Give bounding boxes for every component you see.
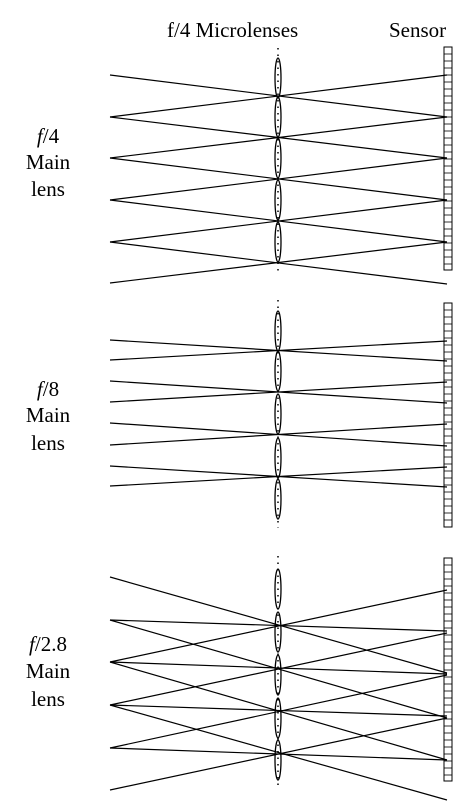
main-label: Main [26,150,71,174]
fnumber-label: f/8 [37,377,59,401]
sensors [443,46,453,782]
sensor-header: Sensor [389,18,446,42]
microlenses-header: f/4 Microlenses [167,18,298,42]
ray-line [109,704,448,717]
microlens [274,57,282,99]
ray-line [109,589,448,663]
ray-line [109,632,448,706]
lens-label: lens [31,687,65,711]
microlens [274,137,282,179]
microlens [274,654,282,696]
ray-line [109,74,448,118]
ray-line [109,674,448,749]
fnumber-label: f/4 [37,124,60,148]
sensor-outline [443,557,453,782]
microlens [274,393,282,435]
panel-label-f8: f/8 Main lens [26,377,71,455]
microlens [274,478,282,520]
panel-label-f4: f/4 Main lens [26,124,71,201]
microlenses [274,57,282,781]
sensor-strip [443,302,453,528]
lens-label: lens [31,431,65,455]
panel-label-f2-8: f/2.8 Main lens [26,632,71,711]
ray-line [109,199,448,243]
microlens [274,179,282,221]
microlens [274,611,282,653]
microlens [274,568,282,610]
main-label: Main [26,403,71,427]
microlens [274,350,282,392]
ray-line [109,157,448,201]
fnumber-label: f/2.8 [29,632,67,656]
ray-line [109,466,448,487]
microlens [274,697,282,739]
ray-line [109,717,448,791]
ray-line [109,661,448,675]
microlens [274,310,282,352]
lens-label: lens [31,177,65,201]
microlens [274,739,282,781]
ray-line [109,381,448,403]
microlens [274,437,282,479]
microlens [274,221,282,263]
ray-line [109,704,448,801]
rays [109,74,448,801]
microlens [274,96,282,138]
main-label: Main [26,659,71,683]
sensor-strip [443,557,453,782]
